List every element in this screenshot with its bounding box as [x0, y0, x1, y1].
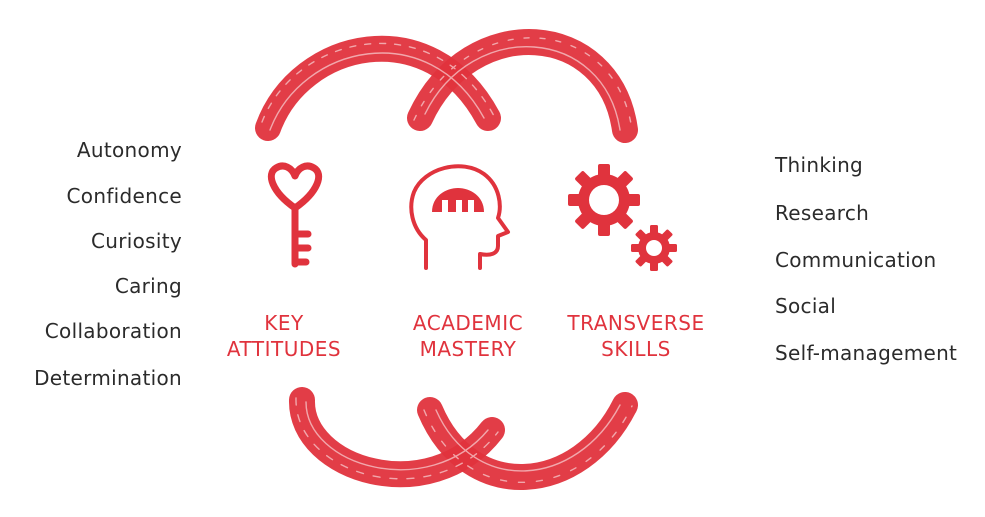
list-item: Confidence [66, 184, 182, 208]
list-item: Curiosity [90, 229, 182, 253]
caption-line: ACADEMIC [412, 311, 524, 335]
key-heart-icon [268, 162, 322, 268]
caption-line: MASTERY [419, 337, 517, 361]
list-item: Self-management [775, 341, 958, 365]
pillar-caption-key-attitudes: KEY ATTITUDES [214, 310, 354, 362]
loop-bottom-right-arc [417, 392, 638, 490]
list-item: Determination [34, 366, 182, 390]
loop-top-left-arc [255, 35, 501, 141]
list-item: Communication [775, 248, 937, 272]
caption-line: TRANSVERSE [567, 311, 705, 335]
list-item: Thinking [775, 153, 864, 177]
list-item: Social [775, 294, 837, 318]
list-item: Caring [114, 274, 182, 298]
list-item: Research [775, 201, 870, 225]
head-brain-icon [409, 164, 510, 270]
list-item: Autonomy [76, 138, 182, 162]
gears-icon [568, 164, 677, 271]
pillar-caption-transverse-skills: TRANSVERSE SKILLS [556, 310, 716, 362]
caption-line: KEY [264, 311, 304, 335]
loop-top-right-arc [407, 29, 638, 143]
pillar-caption-academic-mastery: ACADEMIC MASTERY [398, 310, 538, 362]
caption-line: SKILLS [601, 337, 671, 361]
left-attitudes-list: Autonomy Confidence Curiosity Caring Col… [0, 0, 182, 517]
caption-line: ATTITUDES [226, 337, 342, 361]
list-item: Collaboration [44, 319, 182, 343]
right-skills-list: Thinking Research Communication Social S… [775, 0, 985, 517]
